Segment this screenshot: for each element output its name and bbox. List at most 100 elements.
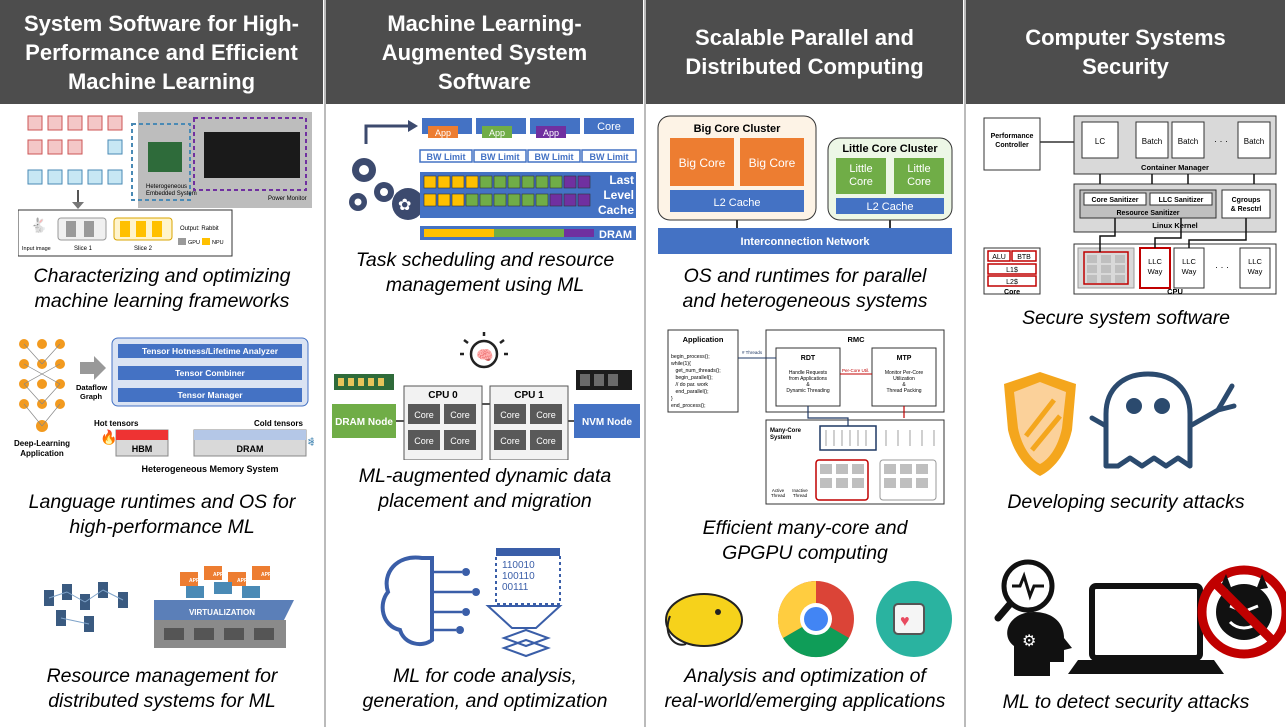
app-label: App [543, 128, 559, 138]
bw-limit-label: BW Limit [590, 152, 629, 162]
virtualization-label: VIRTUALIZATION [189, 608, 255, 617]
brain-gear-icon: ✿ [398, 197, 411, 214]
caption-data-placement: ML-augmented dynamic data placement and … [358, 465, 612, 512]
linux-kernel-label: Linux Kernel [1152, 221, 1197, 230]
app-label: App [435, 128, 451, 138]
lc-box: LC [1095, 137, 1105, 146]
tensor-manager: Tensor Manager [177, 390, 243, 400]
caption-ml-frameworks: Characterizing and optimizing machine le… [33, 265, 291, 312]
rmc-label: RMC [847, 335, 865, 344]
app-code: begin_process();while(1){ get_num_thread… [671, 354, 721, 409]
virtualization-figure: VIRTUALIZATION APP APP APP APP [44, 566, 294, 648]
heart-icon: ♥ [900, 613, 910, 630]
interconnect-label: Interconnection Network [741, 236, 871, 248]
l2-box: L2$ [1006, 279, 1018, 286]
l1-box: L1$ [1006, 267, 1018, 274]
cpu-label: CPU [1167, 287, 1183, 296]
l2-cache: L2 Cache [713, 197, 760, 209]
app-badge: APP [261, 572, 272, 578]
caption-security-attacks: Developing security attacks [1007, 491, 1245, 513]
bw-limit-label: BW Limit [427, 152, 466, 162]
npu-legend: NPU [212, 240, 224, 246]
caption-ml-detect: ML to detect security attacks [1002, 691, 1250, 713]
core-box: Core [450, 410, 470, 420]
gear-icon: ⚙ [1022, 633, 1036, 650]
core-box: Core [536, 410, 556, 420]
cpu0-label: CPU 0 [428, 390, 458, 401]
caption-task-scheduling: Task scheduling and resource management … [355, 249, 615, 296]
application-label: Application [683, 335, 724, 344]
dram-node: DRAM Node [335, 417, 393, 428]
threads-label: # Threads [742, 350, 763, 355]
rabbit-icon: 🐇 [30, 217, 47, 234]
big-core: Big Core [679, 156, 726, 170]
hot-tensors-label: Hot tensors [94, 419, 139, 428]
column-parallel-computing: Scalable Parallel and Distributed Comput… [646, 0, 966, 727]
security-attacks-figure [1004, 371, 1237, 476]
caption-real-world-apps: Analysis and optimization of real-world/… [664, 665, 946, 712]
app-label: App [489, 128, 505, 138]
column-header: Scalable Parallel and Distributed Comput… [646, 0, 964, 104]
cold-tensors-label: Cold tensors [254, 419, 303, 428]
column-header: Machine Learning- Augmented System Softw… [326, 0, 644, 104]
snowflake-icon: ❄ [307, 435, 314, 449]
mtp-label: MTP [897, 355, 912, 362]
caption-manycore-gpgpu: Efficient many-core and GPGPU computing [702, 517, 908, 564]
bw-limit-label: BW Limit [535, 152, 574, 162]
column-title: Scalable Parallel and Distributed Comput… [685, 25, 924, 79]
gpu-legend: GPU [188, 240, 200, 246]
caption-os-runtimes: OS and runtimes for parallel and heterog… [682, 265, 928, 312]
fire-icon: 🔥 [100, 429, 117, 446]
ml-detection-figure: ⚙ [994, 559, 1286, 676]
dram-bar-label: DRAM [599, 229, 632, 241]
hbm-label: HBM [132, 444, 153, 454]
task-scheduling-figure: ✿ Core App App App BW Limit BW Limit BW … [349, 118, 637, 241]
output-label: Output: Rabbit [180, 226, 219, 232]
tensor-analyzer: Tensor Hotness/Lifetime Analyzer [142, 346, 279, 356]
core-box: Core [414, 436, 434, 446]
batch-box: Batch [1244, 137, 1264, 146]
little-cluster-label: Little Core Cluster [842, 143, 938, 155]
app-badge: APP [189, 578, 200, 584]
core-sanitizer: Core Sanitizer [1091, 197, 1138, 204]
cpu1-label: CPU 1 [514, 390, 544, 401]
core-box: Core [450, 436, 470, 446]
column-title: System Software for High- Performance an… [23, 10, 300, 94]
big-core: Big Core [749, 156, 796, 170]
core-box: Core [500, 436, 520, 446]
cgroups-label: Cgroups& Resctrl [1231, 197, 1262, 213]
app-badge: APP [213, 572, 224, 578]
caption-secure-software: Secure system software [1021, 307, 1231, 329]
ellipsis: · · · [1215, 262, 1229, 272]
app-badge: APP [237, 578, 248, 584]
cluster-figure: Big Core Cluster Big Core Big Core L2 Ca… [657, 115, 953, 254]
column-header: Computer Systems Security [966, 0, 1286, 104]
core-label: Core [1004, 289, 1020, 296]
caption-resource-management: Resource management for distributed syst… [46, 665, 278, 712]
input-image-label: Input image [22, 246, 51, 252]
bw-limit-label: BW Limit [481, 152, 520, 162]
applications-figure: ♥ [665, 580, 952, 658]
batch-box: Batch [1142, 137, 1162, 146]
caption-language-runtimes: Language runtimes and OS for high-perfor… [28, 491, 296, 538]
column-ml-augmented: Machine Learning- Augmented System Softw… [326, 0, 646, 727]
ellipsis: · · · [1214, 136, 1228, 146]
column-header: System Software for High- Performance an… [0, 0, 324, 104]
column-title: Machine Learning- Augmented System Softw… [381, 10, 588, 94]
